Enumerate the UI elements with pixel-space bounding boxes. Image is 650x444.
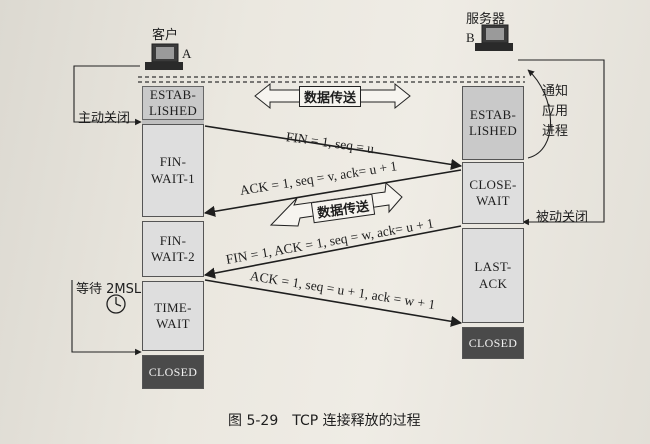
figure-caption: 图 5-29 TCP 连接释放的过程 bbox=[228, 413, 421, 429]
active-close-connector bbox=[73, 65, 142, 126]
server-tag: B bbox=[466, 30, 475, 45]
passive-close-connector bbox=[518, 59, 605, 226]
server-state-last-ack: LAST- ACK bbox=[462, 228, 524, 323]
client-state-fin-wait-2: FIN- WAIT-2 bbox=[142, 221, 204, 277]
active-close-label: 主动关闭 bbox=[78, 111, 131, 126]
msg-arrow-ack bbox=[203, 169, 462, 217]
server-state-closed: CLOSED bbox=[462, 327, 524, 359]
msg-arrow-fin-ack bbox=[203, 225, 462, 279]
server-state-close-wait: CLOSE- WAIT bbox=[462, 162, 524, 224]
server-computer-icon bbox=[475, 24, 513, 51]
notify-app-curve bbox=[527, 69, 552, 159]
wait-2msl-connector bbox=[71, 280, 142, 356]
server-state-established: ESTAB- LISHED bbox=[462, 86, 524, 160]
notify-app-label: 通知 应用 进程 bbox=[542, 84, 569, 140]
client-title: 客户 bbox=[152, 28, 179, 43]
clock-icon bbox=[106, 294, 126, 314]
server-title: 服务器 bbox=[466, 12, 506, 27]
client-tag: A bbox=[182, 46, 192, 61]
data-transfer-top-label: 数据传送 bbox=[299, 86, 362, 107]
wait-2msl-label: 等待 2MSL bbox=[76, 282, 142, 297]
passive-close-label: 被动关闭 bbox=[536, 210, 589, 225]
client-state-divider bbox=[142, 120, 204, 124]
client-state-fin-wait-1: FIN- WAIT-1 bbox=[142, 124, 204, 217]
client-state-time-wait: TIME- WAIT bbox=[142, 281, 204, 351]
msg-arrow-fin bbox=[204, 125, 463, 170]
client-state-closed: CLOSED bbox=[142, 355, 204, 389]
client-computer-icon bbox=[145, 43, 183, 70]
msg-arrow-final-ack bbox=[204, 279, 463, 327]
client-state-established: ESTAB- LISHED bbox=[142, 86, 204, 120]
